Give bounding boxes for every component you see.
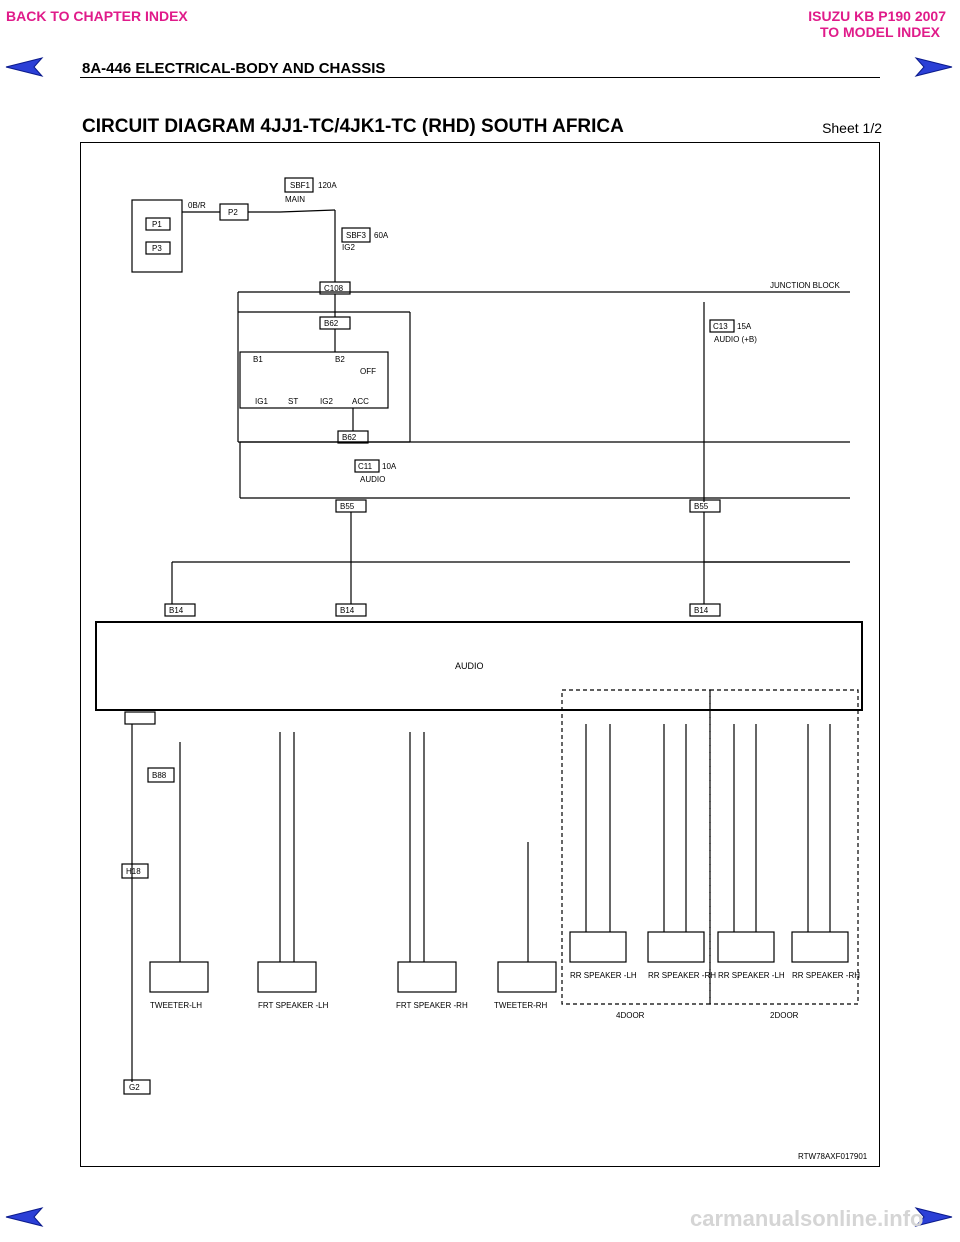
sbf1-label: SBF1 [290,181,311,190]
wire-p2-label: 0B/R [188,201,206,210]
h18-label: H18 [126,867,141,876]
model-name-text: ISUZU KB P190 2007 [808,8,946,24]
next-page-button-bottom[interactable] [914,1206,954,1228]
p2-label: P2 [228,208,238,217]
2door-label: 2DOOR [770,1011,799,1020]
frt-speaker-rh-label: FRT SPEAKER -RH [396,1001,468,1010]
b14-mid-label: B14 [340,606,355,615]
sbf1-rating: 120A [318,181,337,190]
battery-box [131,199,183,273]
c13-audio-label: AUDIO (+B) [714,335,757,344]
circuit-diagram: SBF1 120A MAIN SBF3 60A IG2 P1 P3 P2 0B/… [95,177,868,1161]
h18-connector [121,863,149,879]
junction-block-label: JUNCTION BLOCK [770,281,840,290]
tweeter-rh-box [497,961,557,993]
frt-speaker-lh-label: FRT SPEAKER -LH [258,1001,329,1010]
b62b-label: B62 [342,433,357,442]
b62-label: B62 [324,319,339,328]
diagram-code: RTW78AXF017901 [798,1152,868,1161]
c13-rating: 15A [737,322,752,331]
main-label: MAIN [285,195,305,204]
audio-label: AUDIO [455,661,484,671]
b14-right-label: B14 [694,606,709,615]
sbf3-rating: 60A [374,231,389,240]
rr-lh-4d-label: RR SPEAKER -LH [570,971,637,980]
page-title: CIRCUIT DIAGRAM 4JJ1-TC/4JK1-TC (RHD) SO… [82,116,624,137]
b55b-connector [689,499,721,513]
audio-unit-box [95,621,863,711]
g2-connector [123,1079,151,1095]
rr-rh-2d-box [791,931,849,963]
diagram-frame [80,142,880,1167]
tweeter-rh-label: TWEETER-RH [494,1001,548,1010]
watermark: carmanualsonline.info [690,1206,924,1231]
b88-connector [147,767,175,783]
prev-page-button-bottom[interactable] [4,1206,44,1228]
rr-lh-2d-box [717,931,775,963]
b55a-label: B55 [340,502,355,511]
c11-rating: 10A [382,462,397,471]
to-model-index-text: TO MODEL INDEX [819,24,940,40]
c11-audio-label: AUDIO [360,475,385,484]
b14-left-connector [164,603,196,617]
sw-ig2-label: IG2 [320,397,333,406]
b14-right-connector [689,603,721,617]
rr-lh-2d-label: RR SPEAKER -LH [718,971,785,980]
sw-off-label: OFF [360,367,376,376]
sw-acc-label: ACC [352,397,369,406]
tweeter-lh-box [149,961,209,993]
b14-bottom-connector [124,711,156,725]
left-arrow-icon [5,1207,44,1227]
header-rule [80,77,880,78]
p3-connector [145,241,171,255]
frt-speaker-rh-box [397,961,457,993]
p1-label: P1 [152,220,162,229]
sbf3-fuse [341,227,371,243]
sw-ig1-label: IG1 [255,397,268,406]
4door-label: 4DOOR [616,1011,645,1020]
c11-label: C11 [358,462,373,471]
rr-rh-4d-box [647,931,705,963]
c13-label: C13 [713,322,728,331]
back-to-chapter-index-link[interactable]: BACK TO CHAPTER INDEX [6,8,188,24]
p3-label: P3 [152,244,162,253]
frt-speaker-lh-box [257,961,317,993]
section-header: 8A-446 ELECTRICAL-BODY AND CHASSIS [82,60,386,77]
p1-connector [145,217,171,231]
rr-lh-4d-box [569,931,627,963]
c108-label: C108 [324,284,344,293]
sheet-number: Sheet 1/2 [822,120,882,136]
model-index-link[interactable]: ISUZU KB P190 2007 TO MODEL INDEX [808,8,946,40]
rr-rh-4d-label: RR SPEAKER -RH [648,971,716,980]
b55b-label: B55 [694,502,709,511]
g2-label: G2 [129,1083,140,1092]
sbf1-fuse [284,177,314,193]
sw-b1-label: B1 [253,355,263,364]
left-arrow-icon [5,57,44,77]
right-arrow-icon [914,1207,953,1227]
sw-st-label: ST [288,397,298,406]
tweeter-lh-label: TWEETER-LH [150,1001,202,1010]
rr-rh-2d-label: RR SPEAKER -RH [792,971,860,980]
b14-mid-connector [335,603,367,617]
sw-b2-label: B2 [335,355,345,364]
c11-fuse [354,459,380,473]
b88-label: B88 [152,771,167,780]
b14-left-label: B14 [169,606,184,615]
ig2-label: IG2 [342,243,355,252]
2door-frame [709,689,859,1005]
c13-fuse [709,319,735,333]
right-arrow-icon [914,57,953,77]
4door-frame [561,689,711,1005]
next-page-button-top[interactable] [914,56,954,78]
sbf3-label: SBF3 [346,231,367,240]
starter-switch-box [239,351,389,409]
prev-page-button-top[interactable] [4,56,44,78]
